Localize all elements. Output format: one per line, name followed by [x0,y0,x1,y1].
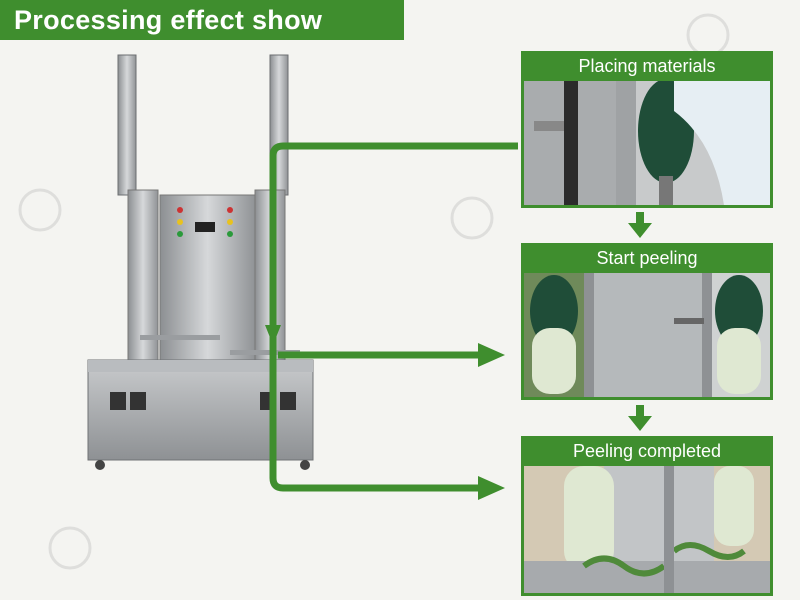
arrow-right-icon [478,476,505,500]
placing-materials-photo [524,81,770,205]
step-label: Start peeling [596,248,698,268]
arrow-down-icon [628,405,652,431]
step-panel-placing-materials: Placing materials [521,51,773,208]
peeling-completed-photo [524,466,770,593]
step-panel-peeling-completed: Peeling completed [521,436,773,596]
step-panel-start-peeling: Start peeling [521,243,773,400]
step-label: Placing materials [578,56,716,76]
page-title: Processing effect show [0,0,404,40]
arrow-right-icon [478,343,505,367]
arrow-down-icon [628,212,652,238]
arrow-down-icon [265,325,281,345]
start-peeling-photo [524,273,770,397]
step-label: Peeling completed [572,441,722,461]
